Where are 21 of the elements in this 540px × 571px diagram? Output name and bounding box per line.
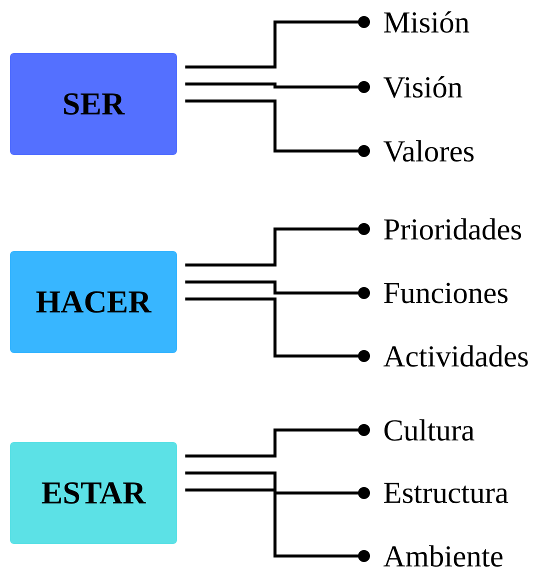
item-label: Misión: [384, 11, 470, 33]
connector-line: [185, 223, 370, 266]
connector-line: [185, 280, 370, 299]
connector-line: [185, 16, 370, 68]
item-label: Estructura: [384, 482, 508, 504]
category-box: HACER: [10, 251, 177, 353]
connector-line: [185, 81, 370, 93]
connector-line: [185, 100, 370, 157]
connector-line: [185, 488, 370, 562]
connector-line: [185, 298, 370, 362]
item-label: Valores: [384, 140, 474, 162]
connector-line: [185, 424, 370, 458]
category-box: SER: [10, 53, 177, 155]
category-box: ESTAR: [10, 442, 177, 544]
item-label: Funciones: [384, 282, 508, 304]
item-label: Cultura: [384, 419, 474, 441]
item-label: Visión: [384, 76, 462, 98]
connector-line: [185, 472, 370, 499]
item-label: Ambiente: [384, 545, 502, 567]
item-label: Actividades: [384, 345, 528, 367]
item-label: Prioridades: [384, 218, 522, 240]
